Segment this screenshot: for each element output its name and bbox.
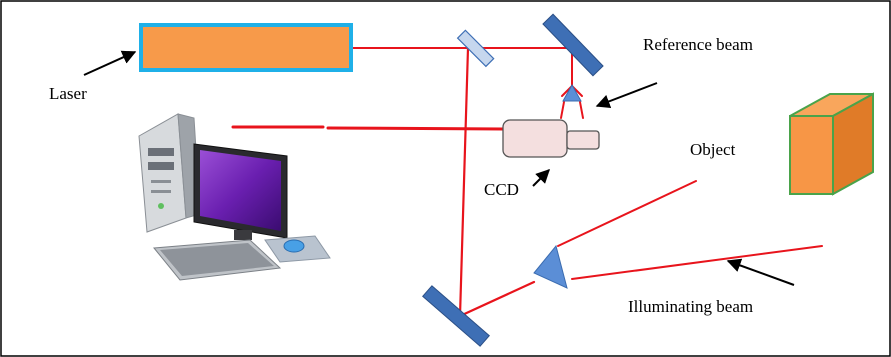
illumination-beam-upper [557, 180, 697, 247]
object-cube-icon [789, 92, 874, 196]
reference-beam-label: Reference beam [643, 35, 753, 54]
ccd-arrow-icon [532, 169, 550, 187]
beam-splitter-icon [456, 29, 495, 68]
data-cable-right [326, 126, 505, 131]
annotation-arrows [83, 50, 795, 286]
object-path-beam-to-lens [458, 280, 536, 318]
reference-beam-arrow-icon [595, 82, 658, 109]
computer-icon [138, 113, 331, 281]
reference-beam-diverge-right [579, 101, 584, 119]
illumination-lens-icon [533, 244, 568, 289]
illuminating-beam-arrow-icon [726, 258, 795, 286]
laser-arrow-icon [83, 50, 137, 76]
reference-mirror-icon [542, 13, 604, 77]
reference-lens-icon [562, 83, 582, 102]
ccd-label: CCD [484, 180, 519, 199]
laser-beams [231, 46, 823, 318]
ccd-camera-icon [502, 119, 600, 158]
reference-beam-diverge-left [560, 101, 565, 119]
illumination-beam-lower [571, 245, 823, 280]
laser-label: Laser [49, 84, 87, 103]
object-path-beam-down [458, 46, 470, 318]
laser-icon [139, 23, 353, 72]
bottom-mirror-icon [422, 285, 490, 347]
object-label: Object [690, 140, 736, 159]
illuminating-beam-label: Illuminating beam [628, 297, 753, 316]
